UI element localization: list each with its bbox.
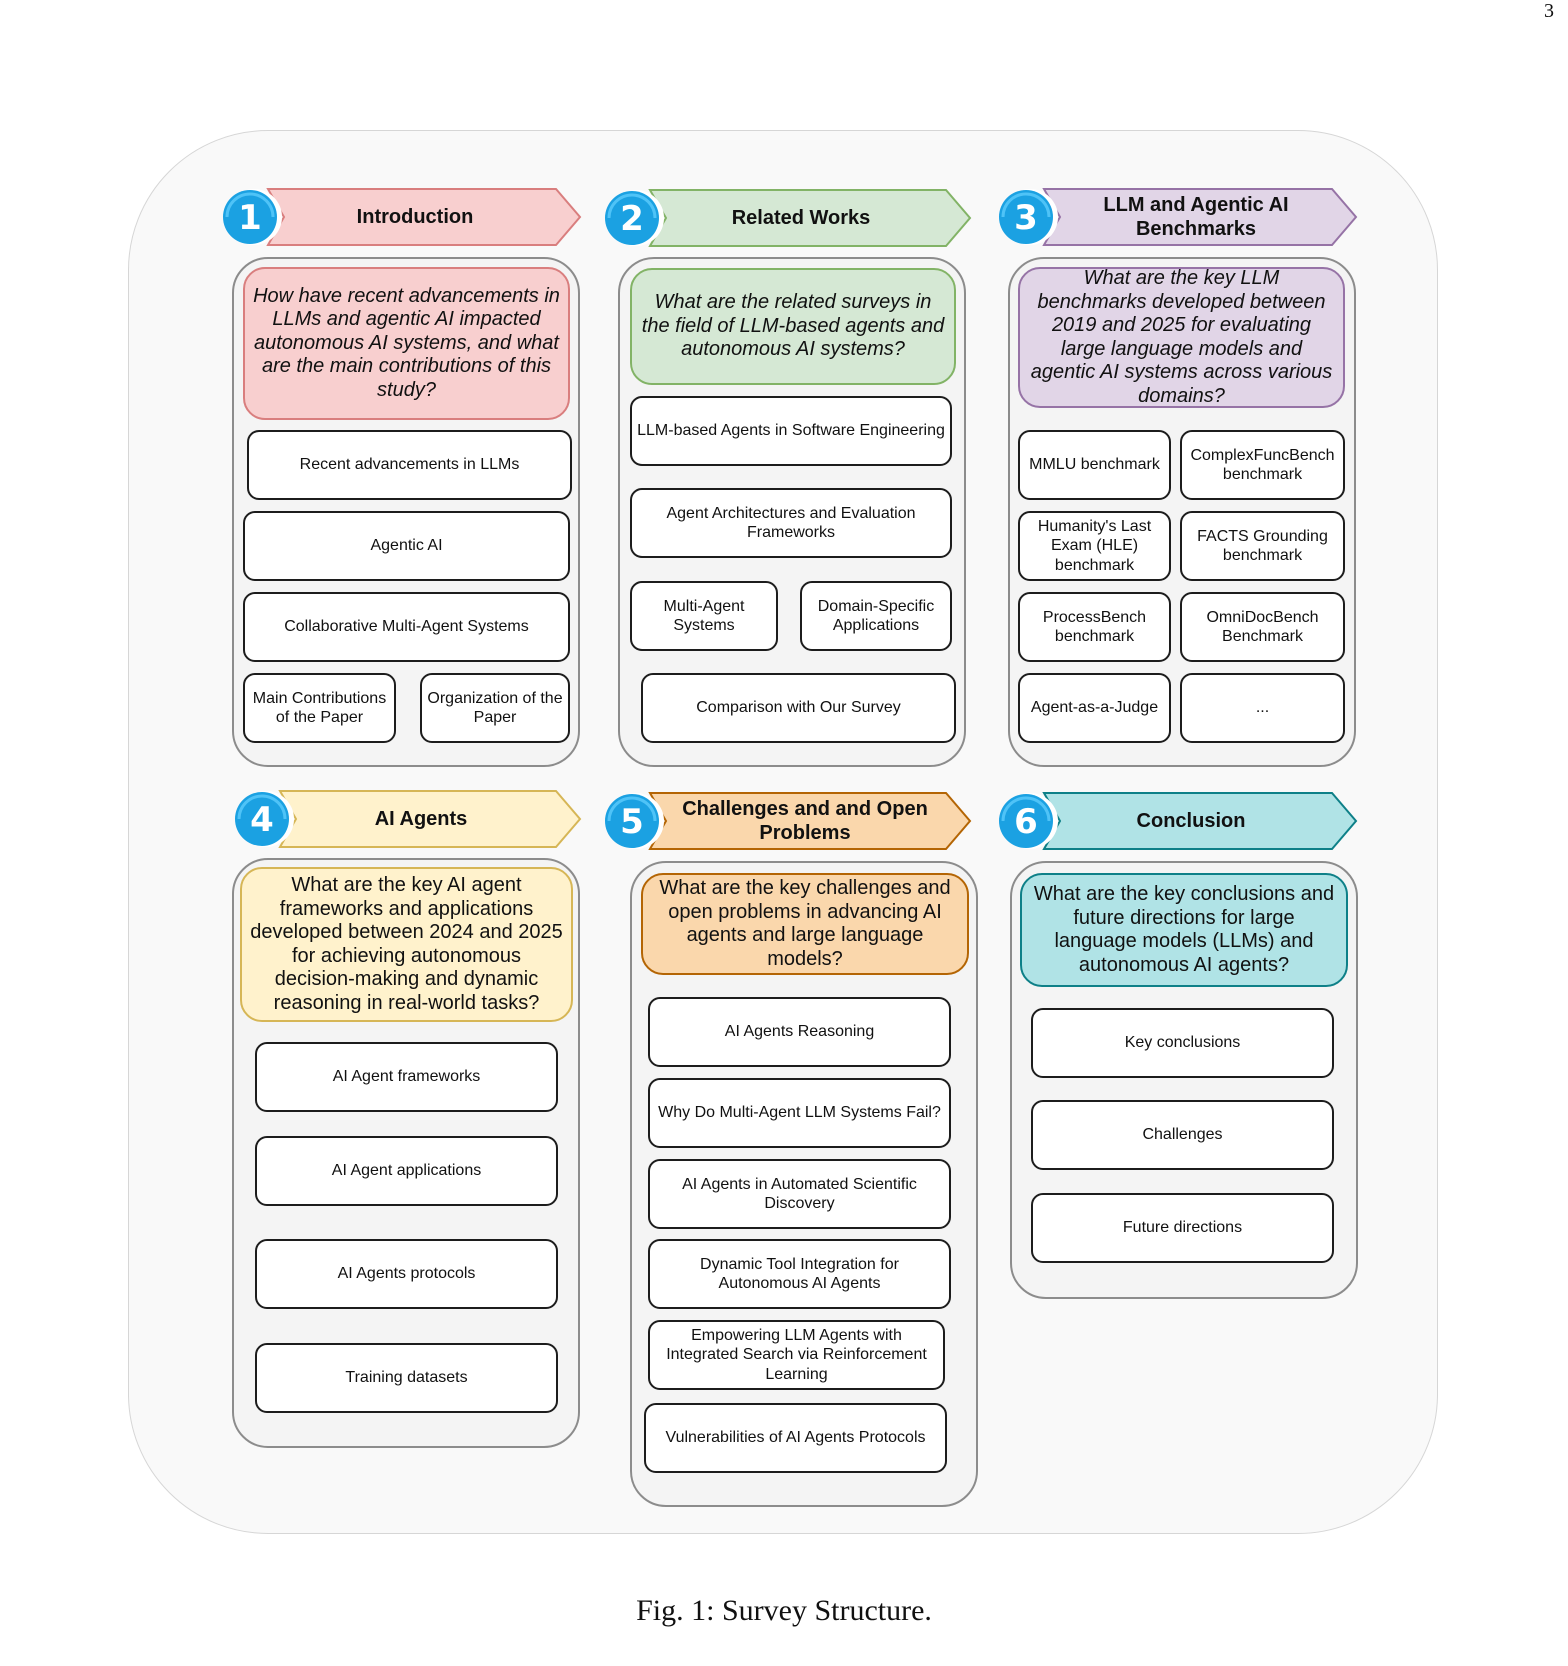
header-arrow (1042, 188, 1358, 246)
section-question: What are the key AI agent frameworks and… (240, 867, 573, 1022)
topic-box: Humanity's Last Exam (HLE) benchmark (1018, 511, 1171, 581)
header-arrow-shape: 5 (605, 792, 972, 850)
topic-box: Multi-Agent Systems (630, 581, 778, 651)
section-number: 3 (1014, 198, 1038, 238)
topic-box: AI Agents protocols (255, 1239, 558, 1309)
header-arrow (266, 188, 582, 246)
section-header-challenges: 5 Challenges and and Open Problems (602, 791, 972, 851)
section-title: LLM and Agentic AI Benchmarks (1103, 194, 1289, 240)
topic-box: Domain-Specific Applications (800, 581, 952, 651)
topic-box: Training datasets (255, 1343, 558, 1413)
number-badge (605, 191, 659, 245)
header-arrow (648, 189, 972, 247)
number-badge (223, 190, 277, 244)
section-header-conclusion: 6 Conclusion (996, 791, 1358, 851)
topic-box: FACTS Grounding benchmark (1180, 511, 1345, 581)
header-arrow (1042, 792, 1358, 850)
number-badge (999, 190, 1053, 244)
topic-box: Collaborative Multi-Agent Systems (243, 592, 570, 662)
topic-box: ComplexFuncBench benchmark (1180, 430, 1345, 500)
section-question: How have recent advancements in LLMs and… (243, 267, 570, 420)
header-arrow (648, 792, 972, 850)
section-number: 4 (250, 800, 274, 840)
section-title: Challenges and and Open Problems (682, 798, 928, 844)
header-arrow-shape: 6 (999, 792, 1358, 850)
header-arrow-shape: 4 (235, 790, 582, 848)
topic-box: Key conclusions (1031, 1008, 1334, 1078)
section-number: 6 (1014, 802, 1038, 842)
topic-box: Recent advancements in LLMs (247, 430, 572, 500)
number-badge (605, 794, 659, 848)
section-question: What are the key conclusions and future … (1020, 873, 1348, 987)
section-header-ai-agents: 4 AI Agents (232, 789, 582, 849)
header-arrow-shape: 3 (999, 188, 1358, 246)
section-title: Conclusion (1136, 810, 1246, 832)
badge-highlight (607, 796, 657, 822)
section-number: 5 (620, 802, 644, 842)
topic-box: MMLU benchmark (1018, 430, 1171, 500)
topic-box: ... (1180, 673, 1345, 743)
badge-highlight (225, 192, 275, 218)
section-number: 1 (238, 198, 262, 238)
badge-highlight (237, 794, 287, 820)
number-badge (235, 792, 289, 846)
header-arrow-shape: 2 (605, 189, 972, 247)
section-question: What are the key challenges and open pro… (641, 873, 969, 975)
topic-box: ProcessBench benchmark (1018, 592, 1171, 662)
header-arrow-shape: 1 (223, 188, 582, 246)
topic-box: Empowering LLM Agents with Integrated Se… (648, 1320, 945, 1390)
section-header-related-works: 2 Related Works (602, 188, 972, 248)
section-question: What are the related surveys in the fiel… (630, 268, 956, 385)
topic-box: Organization of the Paper (420, 673, 570, 743)
topic-box: Vulnerabilities of AI Agents Protocols (644, 1403, 947, 1473)
topic-box: Agent Architectures and Evaluation Frame… (630, 488, 952, 558)
topic-box: AI Agents Reasoning (648, 997, 951, 1067)
topic-box: Why Do Multi-Agent LLM Systems Fail? (648, 1078, 951, 1148)
topic-box: AI Agent frameworks (255, 1042, 558, 1112)
topic-box: Future directions (1031, 1193, 1334, 1263)
topic-box: Challenges (1031, 1100, 1334, 1170)
topic-box: Agentic AI (243, 511, 570, 581)
section-header-introduction: 1 Introduction (220, 187, 582, 247)
topic-box: AI Agent applications (255, 1136, 558, 1206)
topic-box: Comparison with Our Survey (641, 673, 956, 743)
topic-box: OmniDocBench Benchmark (1180, 592, 1345, 662)
number-badge (999, 794, 1053, 848)
section-number: 2 (620, 199, 644, 239)
section-header-benchmarks: 3 LLM and Agentic AI Benchmarks (996, 187, 1358, 247)
section-title: Related Works (731, 207, 871, 229)
topic-box: AI Agents in Automated Scientific Discov… (648, 1159, 951, 1229)
badge-highlight (1001, 192, 1051, 218)
badge-highlight (607, 193, 657, 219)
section-title: Introduction (356, 206, 474, 228)
topic-box: Agent-as-a-Judge (1018, 673, 1171, 743)
figure-caption: Fig. 1: Survey Structure. (636, 1594, 932, 1627)
page-number: 3 (1544, 0, 1554, 22)
section-question: What are the key LLM benchmarks develope… (1018, 267, 1345, 408)
section-title: AI Agents (374, 808, 468, 830)
header-arrow (278, 790, 582, 848)
topic-box: Main Contributions of the Paper (243, 673, 396, 743)
badge-highlight (1001, 796, 1051, 822)
topic-box: LLM-based Agents in Software Engineering (630, 396, 952, 466)
topic-box: Dynamic Tool Integration for Autonomous … (648, 1239, 951, 1309)
